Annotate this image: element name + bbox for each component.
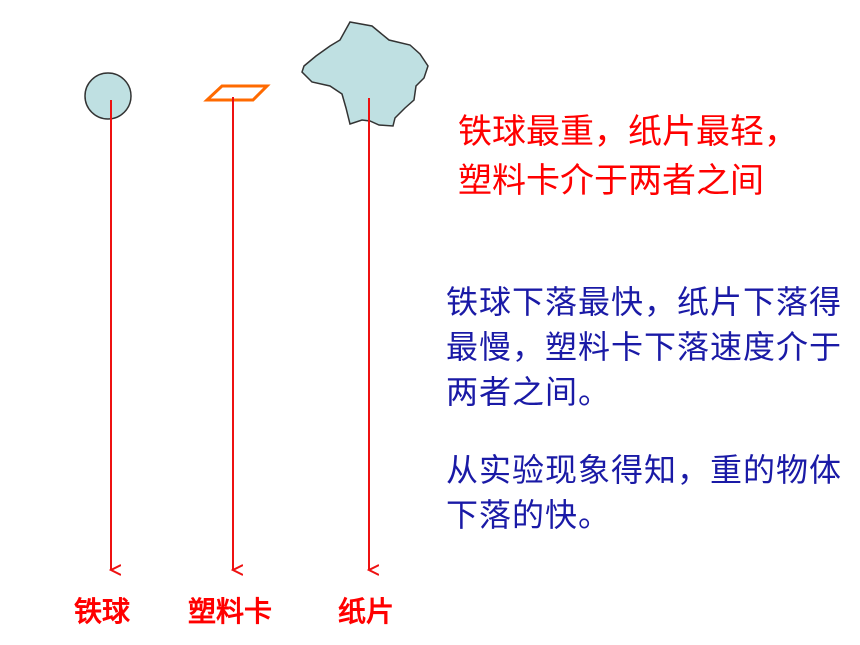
conclusion-note: 从实验现象得知，重的物体下落的快。 (446, 451, 843, 534)
plastic-card-label: 塑料卡 (188, 595, 273, 628)
weight-comparison-note: 铁球最重，纸片最轻， 塑料卡介于两者之间 (458, 112, 798, 201)
paper-label: 纸片 (338, 595, 395, 628)
iron-ball-label: 铁球 (74, 595, 131, 628)
plastic-card-shape (203, 84, 271, 102)
paper-shape (301, 21, 429, 127)
speed-comparison-note: 铁球下落最快，纸片下落得最慢，塑料卡下落速度介于两者之间。 (446, 283, 843, 411)
iron-ball-shape (84, 72, 132, 120)
